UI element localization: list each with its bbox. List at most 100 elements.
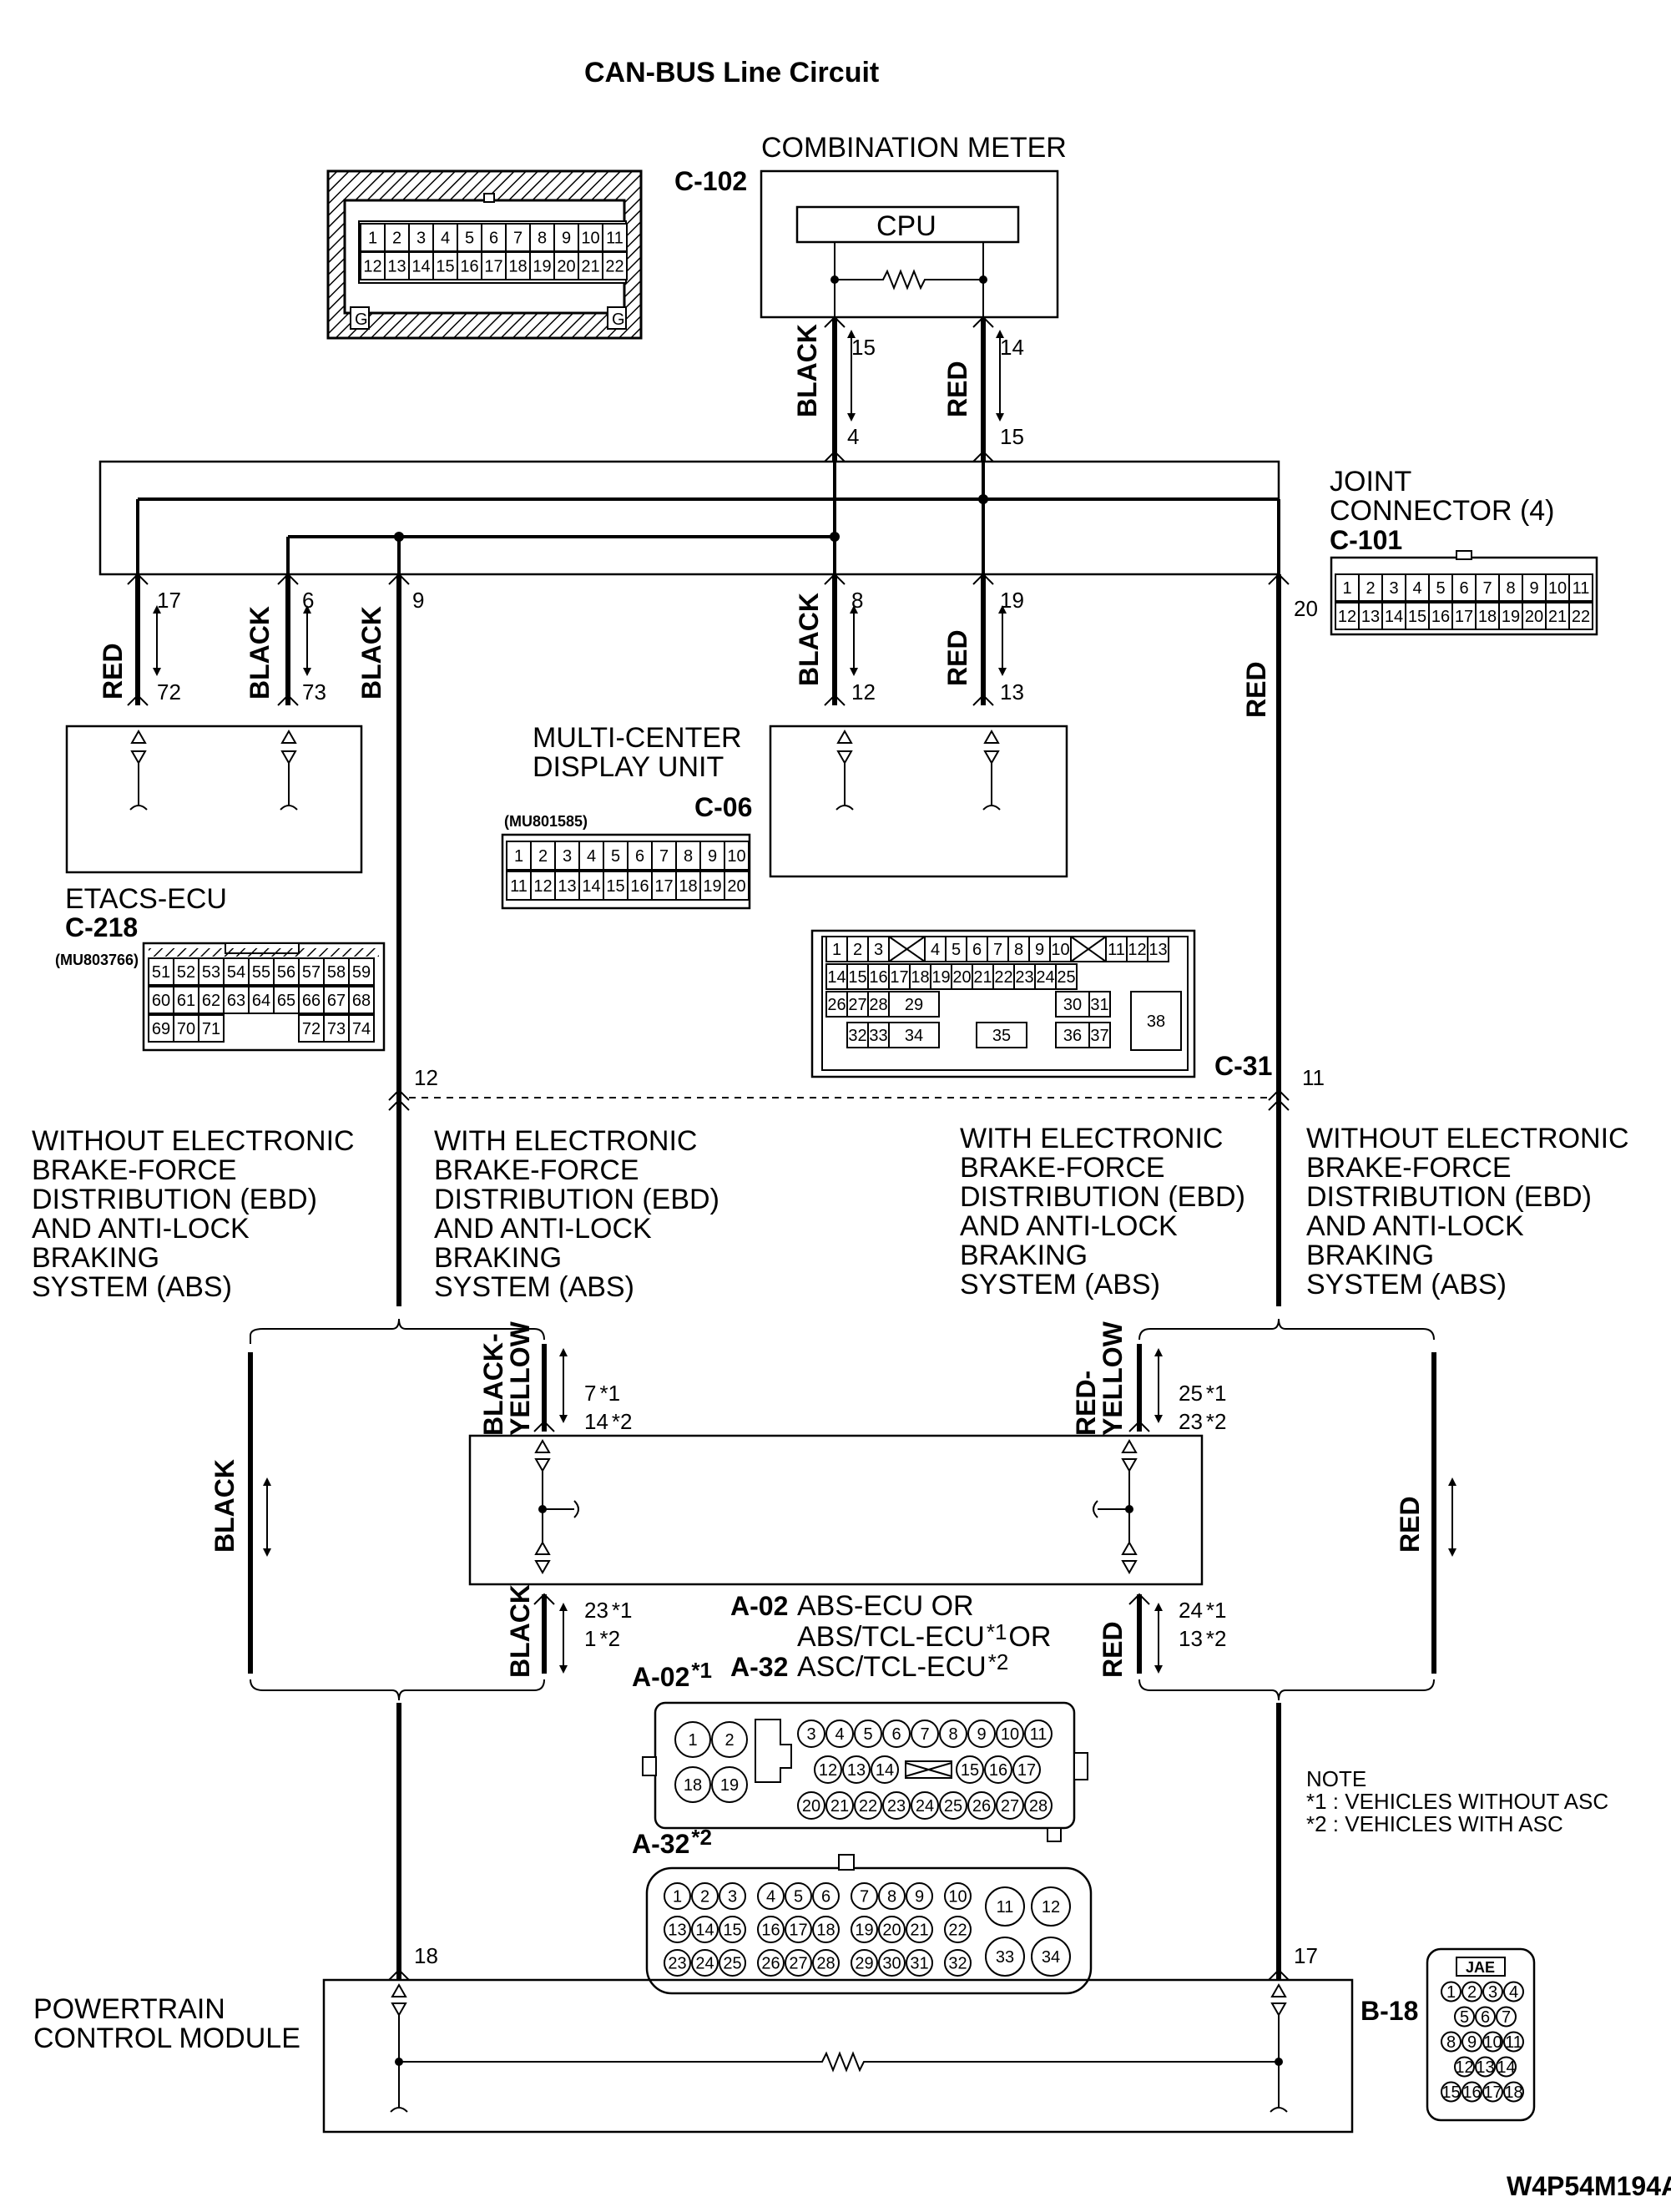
a32-r1-5: 6 [812, 1882, 840, 1910]
pin-pcm-17: 17 [1294, 1943, 1318, 1968]
a32-r3-0: 23 [664, 1949, 691, 1977]
b18-row3-3: 11 [1503, 2031, 1524, 2053]
b18-row4-0-label: 12 [1455, 2058, 1473, 2077]
a32-r1-2-label: 3 [728, 1888, 737, 1906]
a02-r3-8: 28 [1024, 1791, 1053, 1820]
svg-text:A-02: A-02 [730, 1591, 788, 1621]
c06-pin-r1-0: 1 [506, 841, 532, 871]
b18-row5-2-label: 17 [1483, 2083, 1502, 2102]
a32-r2-7: 20 [878, 1916, 906, 1943]
svg-text:7*1: 7*1 [584, 1381, 620, 1406]
combination-meter-box [760, 169, 1059, 319]
pin-mcdu-12: 12 [851, 679, 876, 705]
c218-pin-r2-8-label: 68 [352, 992, 371, 1010]
b18-row3-1-label: 9 [1467, 2033, 1477, 2052]
wire-color-mcdu-black: BLACK [794, 593, 824, 686]
a32-r3-5-label: 28 [816, 1955, 835, 1973]
c06-pin-r1-4: 5 [603, 841, 629, 871]
c06-pin-r1-1: 2 [530, 841, 556, 871]
c31-pin-r1-10: 11 [1105, 936, 1128, 962]
c101-pin-r2-0: 12 [1335, 602, 1360, 630]
b18-row5-2: 17 [1482, 2081, 1503, 2103]
c31-pin-r1-6: 7 [987, 936, 1009, 962]
c218-pin-r2-2-label: 62 [202, 992, 220, 1010]
a32-big-1-label: 12 [1042, 1898, 1060, 1917]
c31-pin-r3-2: 28 [867, 991, 890, 1018]
a32-r2-4-label: 17 [789, 1922, 807, 1940]
a02-r3-7-label: 27 [1001, 1797, 1019, 1816]
a32-r1-5-label: 6 [821, 1888, 830, 1906]
c218-pin-r1-1-label: 52 [177, 963, 195, 982]
c06-pin-r1-5: 6 [627, 841, 653, 871]
c101-pin-r2-6: 18 [1475, 602, 1500, 630]
a02-r3-8-label: 28 [1029, 1797, 1048, 1816]
a32-r2-7-label: 20 [882, 1922, 901, 1940]
b18-row1-3: 4 [1503, 1981, 1524, 2002]
diagram-title: CAN-BUS Line Circuit [584, 57, 879, 88]
c102-pin-r2-8: 20 [553, 251, 579, 280]
etacs-ecu-label: ETACS-ECU [65, 883, 227, 915]
a02-r1-1: 4 [825, 1720, 854, 1748]
c102-pin-r2-6-label: 18 [508, 258, 527, 276]
svg-text:14*2: 14*2 [584, 1409, 633, 1434]
c31-pin-r2-6: 20 [951, 963, 973, 990]
c06-pin-r2-5-label: 16 [630, 877, 649, 896]
wire-color-outer-right: RED [1395, 1496, 1425, 1553]
pin-mcdu-13: 13 [1000, 679, 1024, 705]
a02-r1-5-label: 8 [948, 1725, 957, 1744]
brace-top-left [250, 1318, 545, 1344]
b18-row5-1: 16 [1461, 2081, 1482, 2103]
svg-text:SYSTEM (ABS): SYSTEM (ABS) [960, 1269, 1160, 1300]
a02-r3-7: 27 [996, 1791, 1024, 1820]
c102-pin-r2-5: 17 [481, 251, 507, 280]
c31-pin-r1-7-label: 8 [1014, 941, 1023, 959]
b18-row5-3: 18 [1503, 2081, 1524, 2103]
c06-pin-r1-0-label: 1 [514, 847, 523, 866]
a32-r2-0-label: 13 [668, 1922, 686, 1940]
a32-r1-8-label: 9 [915, 1888, 924, 1906]
a32-r2-2: 15 [719, 1916, 746, 1943]
wire-color-mcdu-red: RED [942, 629, 972, 686]
c218-pin-r3-5: 74 [348, 1014, 375, 1043]
c31-pin-r2-0: 14 [825, 963, 848, 990]
caption-left-with: WITH ELECTRONIC BRAKE-FORCE DISTRIBUTION… [434, 1125, 719, 1303]
wire-color-inner-left-top-2: YELLOW [505, 1321, 535, 1436]
a32-r2-1: 14 [691, 1916, 719, 1943]
a02-r1-2: 5 [854, 1720, 882, 1748]
a32-r1-4-label: 5 [794, 1888, 803, 1906]
c102-pin-r2-7: 19 [529, 251, 555, 280]
c218-pin-r2-4: 64 [248, 986, 275, 1014]
c218-pin-r1-6: 57 [298, 957, 325, 986]
a32-r1-2: 3 [719, 1882, 746, 1910]
c102-label: C-102 [674, 166, 747, 196]
c31-pin-r4-2: 34 [888, 1022, 940, 1048]
c218-pin-r2-1: 61 [173, 986, 199, 1014]
c31-pin-r1-11-label: 12 [1128, 941, 1146, 959]
c06-pin-r2-4-label: 15 [606, 877, 624, 896]
svg-text:24*1: 24*1 [1179, 1598, 1227, 1623]
c218-pin-r2-7: 67 [323, 986, 350, 1014]
c101-pin-r2-1-label: 13 [1361, 608, 1380, 626]
a32-r3-7-label: 30 [882, 1955, 901, 1973]
c102-pin-r2-3: 15 [432, 251, 458, 280]
b18-row5-0-label: 15 [1441, 2083, 1460, 2102]
c31-pin-r1-12-label: 13 [1148, 941, 1167, 959]
c31-pin-r2-10-label: 24 [1036, 968, 1054, 987]
c101-pin-r1-10-label: 11 [1573, 579, 1590, 598]
c102-pin-r2-2: 14 [408, 251, 434, 280]
c102-pin-r2-4: 16 [457, 251, 482, 280]
c102-ground-left: G [355, 311, 368, 329]
c06-pin-r1-3: 4 [578, 841, 604, 871]
wire-color-inner-left-bottom: BLACK [505, 1584, 535, 1678]
c102-pin-r1-0-label: 1 [368, 230, 377, 248]
c31-pin-r2-7-label: 21 [973, 968, 992, 987]
a32-r2-0: 13 [664, 1916, 691, 1943]
svg-text:WITHOUT ELECTRONIC: WITHOUT ELECTRONIC [32, 1125, 355, 1157]
c218-pin-r2-5-label: 65 [277, 992, 295, 1010]
c218-pin-r1-5: 56 [273, 957, 300, 986]
c218-pin-r3-2: 71 [198, 1014, 225, 1043]
c06-pin-r1-1-label: 2 [538, 847, 548, 866]
a02-r3-2-label: 22 [859, 1797, 877, 1816]
wire-color-right-branch: RED [1241, 661, 1271, 718]
